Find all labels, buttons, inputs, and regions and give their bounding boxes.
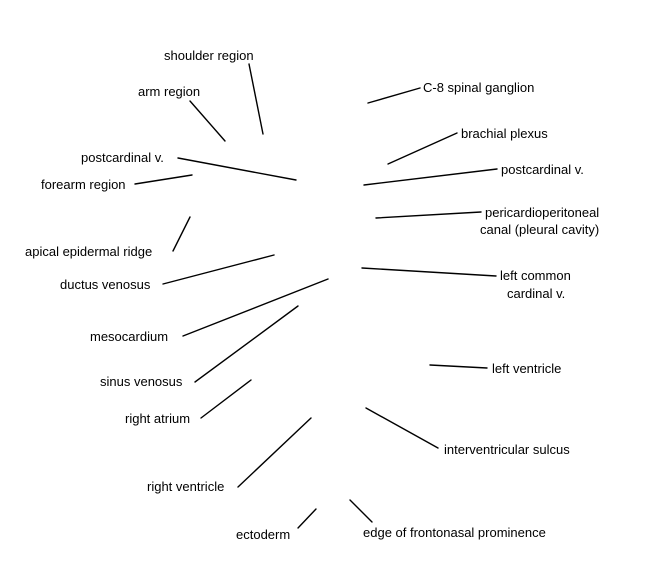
label-apical-epidermal-ridge: apical epidermal ridge [25,244,152,259]
leader-line-right-atrium [200,379,252,419]
leader-line-edge-frontonasal [349,499,373,523]
leader-line-shoulder-region [248,63,264,135]
label-arm-region: arm region [138,84,200,99]
leader-line-left-common-cardinal-v [361,267,497,277]
label-mesocardium: mesocardium [90,329,168,344]
label-pericardioperitoneal-line1: pericardioperitoneal [485,205,599,220]
leader-line-pericardioperitoneal-canal [375,211,482,219]
leader-line-ectoderm [297,508,317,529]
label-postcardinal-v-left: postcardinal v. [81,150,164,165]
leader-line-left-ventricle [429,364,488,369]
label-right-atrium: right atrium [125,411,190,426]
leader-line-ductus-venosus [162,254,275,285]
label-right-ventricle: right ventricle [147,479,224,494]
label-c8-spinal-ganglion: C-8 spinal ganglion [423,80,534,95]
leader-line-postcardinal-v-right [363,168,498,186]
leader-line-apical-epidermal-ridge [172,216,191,252]
label-edge-frontonasal: edge of frontonasal prominence [363,525,546,540]
label-sinus-venosus: sinus venosus [100,374,183,389]
leader-line-c8-spinal-ganglion [367,87,421,104]
leader-line-postcardinal-v-left [177,157,297,181]
label-left-ventricle: left ventricle [492,361,561,376]
leader-line-mesocardium [182,278,329,337]
leader-line-right-ventricle [237,417,312,488]
leader-line-arm-region [189,100,226,142]
label-left-common-cardinal-line1: left common [500,268,571,283]
label-interventricular-sulcus: interventricular sulcus [444,442,570,457]
label-pericardioperitoneal-line2: canal (pleural cavity) [480,222,599,237]
label-postcardinal-v-right: postcardinal v. [501,162,584,177]
leader-line-brachial-plexus [387,132,458,165]
label-forearm-region: forearm region [41,177,126,192]
label-ductus-venosus: ductus venosus [60,277,151,292]
label-ectoderm: ectoderm [236,527,290,542]
label-shoulder-region: shoulder region [164,48,254,63]
leader-line-forearm-region [134,174,193,185]
leader-line-interventricular-sulcus [365,407,439,449]
leader-line-sinus-venosus [194,305,299,383]
label-left-common-cardinal-line2: cardinal v. [507,286,565,301]
label-brachial-plexus: brachial plexus [461,126,548,141]
